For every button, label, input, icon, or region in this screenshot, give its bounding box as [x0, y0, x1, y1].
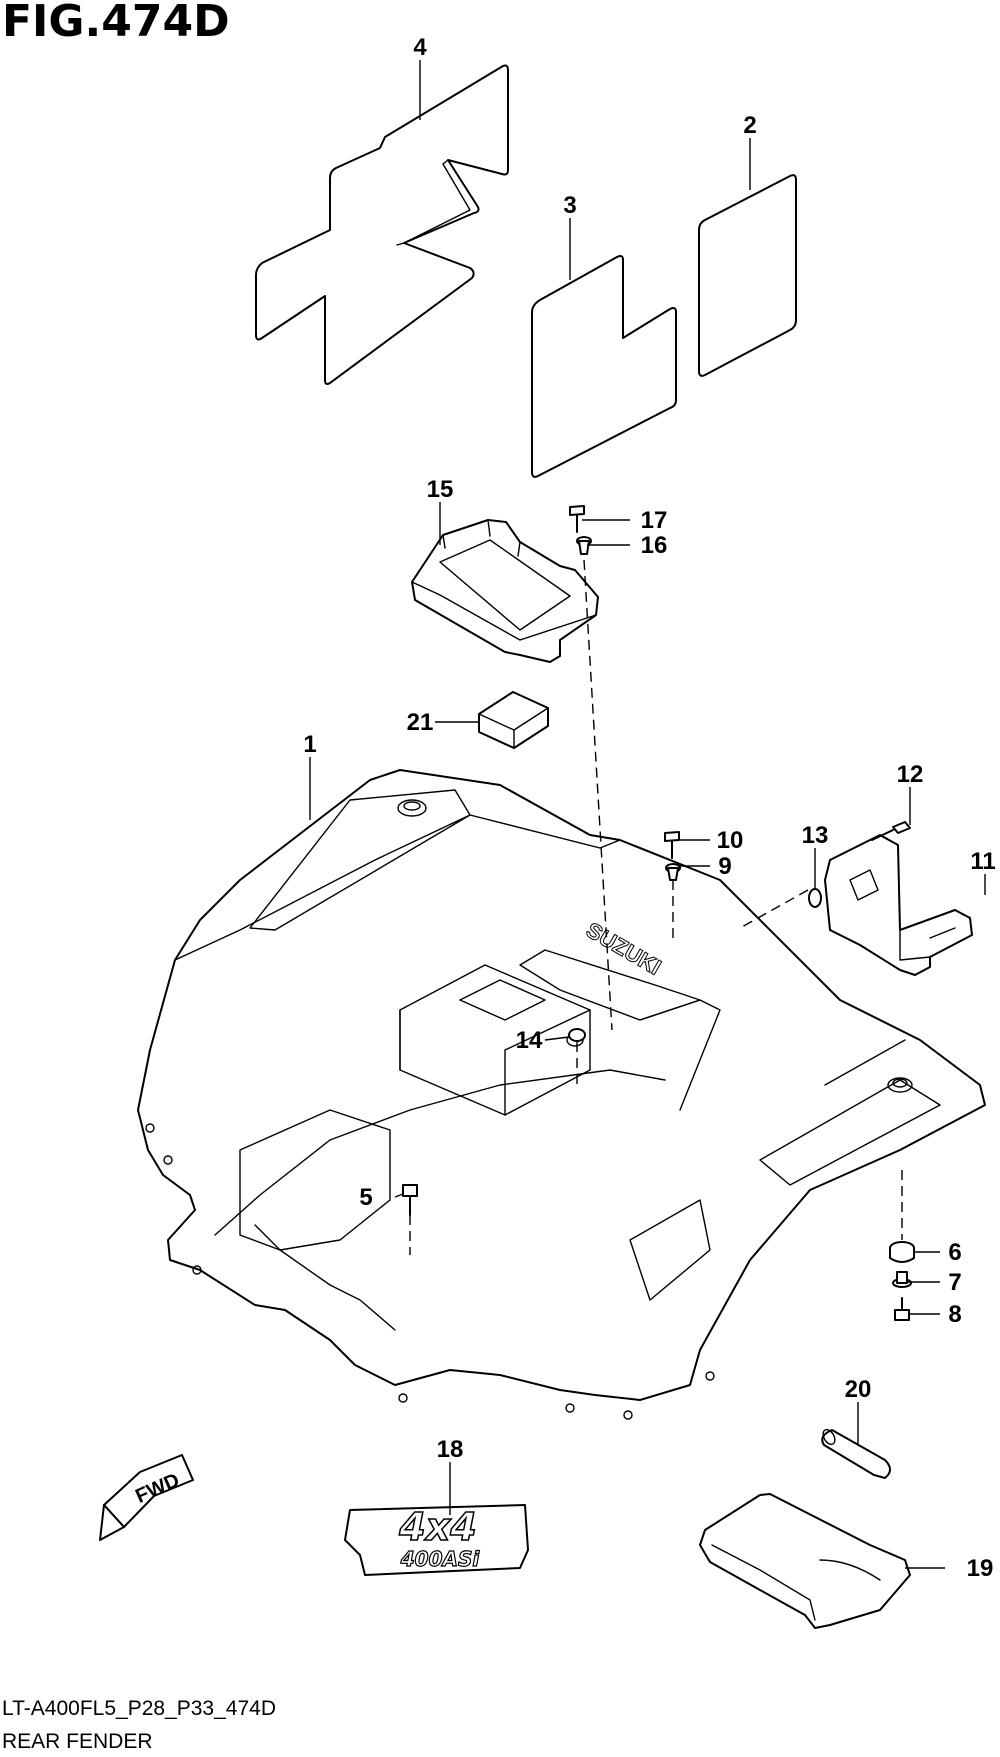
- callout-21: 21: [407, 709, 434, 736]
- part-9-clip: [665, 863, 681, 881]
- part-6-rubber: [889, 1241, 915, 1263]
- callout-12: 12: [897, 761, 924, 788]
- callout-2: 2: [743, 112, 756, 139]
- emblem-4x4-text: 4x4: [398, 1505, 476, 1549]
- emblem-400asi-text: 400ASi: [400, 1547, 481, 1571]
- callout-19: 19: [967, 1555, 994, 1582]
- part-19-cover: [699, 1493, 911, 1629]
- callout-6: 6: [948, 1239, 961, 1266]
- part-11-bracket: [824, 834, 973, 976]
- callout-18: 18: [437, 1436, 464, 1463]
- part-12-screw: [871, 821, 911, 841]
- part-18-emblem: 4x4 400ASi: [344, 1504, 529, 1576]
- callout-10: 10: [717, 827, 744, 854]
- callout-3: 3: [563, 192, 576, 219]
- callout-7: 7: [948, 1269, 961, 1296]
- callout-16: 16: [641, 532, 668, 559]
- callout-17: 17: [641, 507, 668, 534]
- part-10-screw: [664, 831, 680, 859]
- part-21-block: [478, 691, 549, 749]
- part-2-decal: [698, 174, 797, 377]
- figure-title: FIG.474D: [2, 0, 230, 47]
- part-20-pin: [821, 1428, 891, 1479]
- callout-labels: 4 2 3 15 17 16 21 1 12 13 11 10 9 14 5 6…: [303, 34, 995, 1582]
- callout-14: 14: [516, 1027, 543, 1054]
- part-8-bolt: [894, 1297, 910, 1321]
- part-5-bolt: [402, 1184, 418, 1216]
- figure-code: LT-A400FL5_P28_P33_474D: [2, 1697, 276, 1720]
- callout-8: 8: [948, 1301, 961, 1328]
- callout-5: 5: [359, 1184, 372, 1211]
- part-4-decal: [255, 64, 509, 385]
- callout-20: 20: [845, 1376, 872, 1403]
- part-15-tray: [411, 519, 599, 663]
- part-3-decal: [531, 255, 677, 478]
- figure-name: REAR FENDER: [2, 1730, 153, 1753]
- part-16-clip: [576, 536, 592, 555]
- leader-lines: [309, 60, 986, 1569]
- callout-11: 11: [970, 848, 995, 875]
- callout-13: 13: [802, 822, 829, 849]
- callout-4: 4: [413, 34, 427, 61]
- part-14-grommet: [568, 1028, 586, 1042]
- part-1-rear-fender: SUZUKI: [137, 769, 986, 1420]
- callout-9: 9: [718, 853, 731, 880]
- callout-1: 1: [303, 731, 316, 758]
- part-17-screw: [569, 505, 585, 533]
- callout-15: 15: [427, 476, 454, 503]
- part-7-collar: [892, 1271, 912, 1288]
- part-13-washer: [808, 888, 822, 908]
- fwd-direction-arrow: FWD: [99, 1454, 194, 1541]
